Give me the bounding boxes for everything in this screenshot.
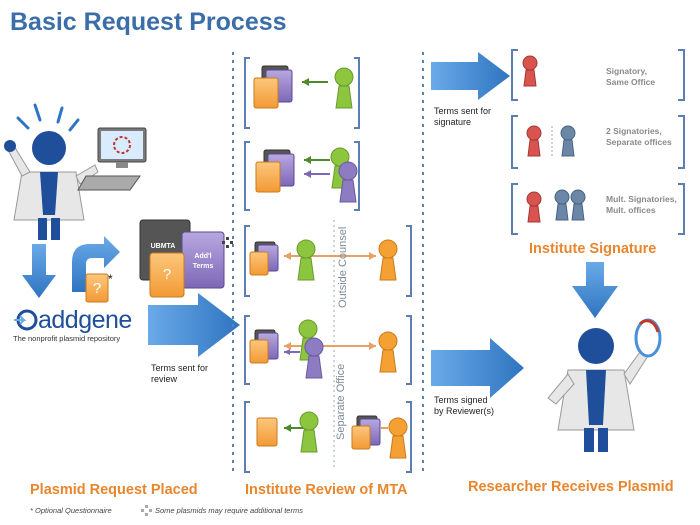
outside-counsel-orange-icon (388, 417, 408, 459)
to-signature-arrow-icon (431, 52, 510, 100)
computer-icon (77, 127, 147, 191)
stage-researcher-receives: Researcher Receives Plasmid (468, 479, 674, 495)
note-line: Terms sent for (151, 363, 209, 373)
outside-counsel-orange-icon (378, 331, 398, 373)
option-line: 2 Signatories, (606, 126, 662, 136)
plasmid-icon (634, 318, 662, 358)
requester-scientist-icon (4, 103, 99, 240)
questionnaire-doc-icon (85, 273, 109, 303)
review-docs-icon (249, 241, 279, 276)
outside-counsel-orange-icon (378, 239, 398, 281)
note-line: Terms sent for (434, 106, 492, 116)
signature-brackets (511, 49, 685, 235)
ubmta-label: UBMTA (150, 243, 176, 250)
option-line: Signatory, (606, 66, 647, 76)
page-title: Basic Request Process (10, 8, 287, 36)
footnote-optional: * Optional Questionnaire (30, 506, 112, 515)
counsel-docs-icon (351, 415, 381, 450)
signatory-option-1: Signatory, Same Office (606, 66, 655, 88)
option-line: Mult. Signatories, (606, 194, 677, 204)
sent-for-review-note: Terms sent for review (151, 363, 208, 385)
sent-for-signature-note: Terms sent for signature (434, 106, 491, 128)
footnote-additional-terms: Some plasmids may require additional ter… (155, 506, 303, 515)
ubmta-question-mark: ? (162, 266, 172, 283)
to-review-arrow-icon (148, 293, 240, 357)
signatory-red-icon (522, 55, 538, 87)
note-line: review (151, 374, 178, 384)
addgene-tagline: The nonprofit plasmid repository (13, 334, 121, 343)
researcher-scientist-icon (547, 328, 649, 452)
reviewer-green-icon (299, 411, 319, 453)
option-line: Separate offices (606, 137, 672, 147)
option-line: Same Office (606, 77, 656, 87)
addl-terms-line-2: Terms (192, 263, 214, 270)
optional-asterisk: * (108, 272, 113, 286)
questionnaire-question-mark: ? (92, 280, 102, 297)
signatory-red-icon (526, 125, 542, 157)
addl-terms-label: Add'l Terms (184, 252, 222, 272)
signed-by-reviewer-note: Terms signed by Reviewer(s) (434, 395, 494, 417)
reviewer-green-icon (334, 67, 354, 109)
stage-institute-review: Institute Review of MTA (245, 482, 408, 498)
review-docs-icon (249, 329, 279, 364)
review-docs-icon (255, 149, 295, 193)
to-researcher-arrow-icon (572, 262, 618, 318)
signatory-option-3: Mult. Signatories, Mult. offices (606, 194, 677, 216)
review-doc-icon (256, 417, 278, 447)
additional-terms-marker-icon (222, 237, 233, 248)
addgene-wordmark: addgene (38, 306, 132, 334)
return-arrow-icon (72, 236, 120, 292)
outside-counsel-label: Outside Counsel (337, 226, 349, 308)
separate-office-label: Separate Office (335, 363, 347, 440)
note-line: signature (434, 117, 472, 127)
signatory-option-2: 2 Signatories, Separate offices (606, 126, 672, 148)
signatory-red-icon (526, 191, 542, 223)
review-docs-icon (253, 65, 293, 109)
note-line: Terms signed (434, 395, 488, 405)
signatory-slate-icon (554, 189, 570, 221)
stage-plasmid-request-placed: Plasmid Request Placed (30, 482, 198, 498)
ubmta-documents-icon (139, 219, 225, 298)
review-brackets (244, 57, 412, 473)
footnote-marker-icon (141, 505, 152, 516)
option-line: Mult. offices (606, 205, 656, 215)
addl-terms-line-1: Add'l (194, 253, 212, 260)
signatory-slate-icon (570, 189, 586, 221)
reviewer-green-icon (296, 239, 316, 281)
signatory-slate-icon (560, 125, 576, 157)
down-arrow-icon (22, 244, 56, 298)
signed-arrow-icon (431, 338, 524, 398)
note-line: by Reviewer(s) (434, 406, 495, 416)
addgene-logo-icon (14, 309, 38, 331)
stage-institute-signature: Institute Signature (529, 241, 657, 257)
